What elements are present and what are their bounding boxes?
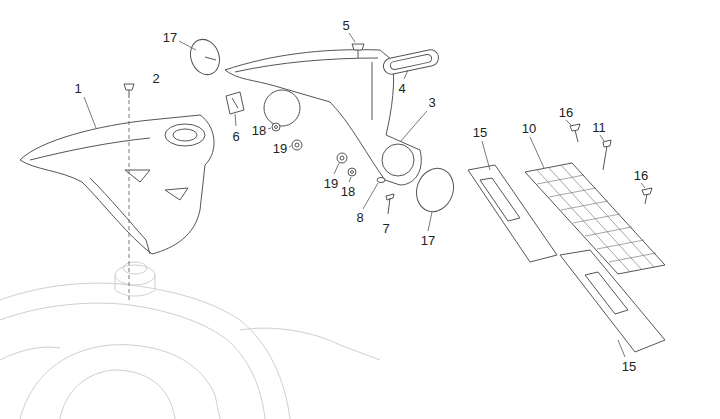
small-parts xyxy=(124,35,665,352)
callout-number: 19 xyxy=(271,141,289,156)
callout-number: 5 xyxy=(340,18,351,33)
callout-number: 7 xyxy=(380,221,391,236)
callout-number: 4 xyxy=(396,81,407,96)
callout-number: 6 xyxy=(230,129,241,144)
callout-number: 2 xyxy=(150,71,161,86)
callout-number: 18 xyxy=(250,123,268,138)
rear-fender xyxy=(20,115,214,254)
leader-lines xyxy=(84,33,645,357)
callout-number: 17 xyxy=(161,30,179,45)
plate-grid xyxy=(537,165,656,272)
callout-number: 15 xyxy=(620,359,638,374)
callout-number: 18 xyxy=(339,184,357,199)
callout-number: 3 xyxy=(426,95,437,110)
callout-number: 17 xyxy=(419,233,437,248)
callout-number: 19 xyxy=(322,176,340,191)
callout-number: 16 xyxy=(632,168,650,183)
callout-number: 1 xyxy=(72,81,83,96)
scooter-frame xyxy=(0,262,380,419)
callout-number: 15 xyxy=(471,125,489,140)
callout-number: 10 xyxy=(520,121,538,136)
callout-number: 16 xyxy=(557,105,575,120)
callout-number: 8 xyxy=(354,210,365,225)
callout-number: 11 xyxy=(590,120,608,135)
